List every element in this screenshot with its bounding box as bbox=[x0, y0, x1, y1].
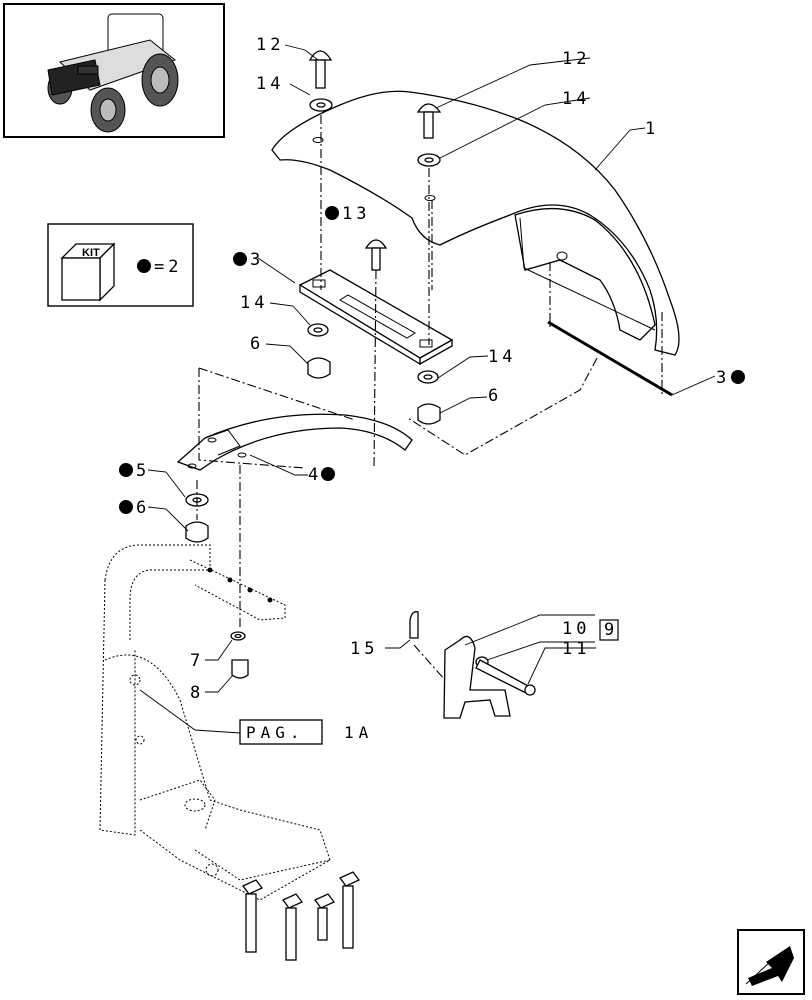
callout-1: 1 bbox=[645, 119, 659, 139]
callout-7: 7 bbox=[190, 651, 204, 671]
callout-14-top: 14 bbox=[256, 74, 284, 94]
next-page-arrow-icon[interactable] bbox=[737, 929, 805, 995]
callout-13: 13 bbox=[342, 204, 370, 224]
callout-12-right: 12 bbox=[562, 49, 590, 69]
callout-3-top: 3 bbox=[250, 250, 264, 270]
callout-5: 5 bbox=[136, 461, 150, 481]
callout-11: 11 bbox=[562, 639, 590, 659]
nuts bbox=[185, 357, 441, 679]
bolt-12-right bbox=[416, 103, 442, 139]
callout-8: 8 bbox=[190, 683, 204, 703]
callout-12-left: 12 bbox=[256, 35, 284, 55]
assembly-guide-lines bbox=[196, 115, 663, 681]
leader-lines bbox=[139, 44, 716, 734]
callout-14-lower: 14 bbox=[488, 347, 516, 367]
fender-support-frame bbox=[99, 544, 331, 901]
callout-6-mid: 6 bbox=[250, 334, 264, 354]
callout-labels: 12 14 12 14 1 13 3 14 6 14 6 3 4 5 6 7 8… bbox=[136, 35, 730, 703]
clamp-assembly[interactable] bbox=[409, 611, 536, 719]
callout-6-right: 6 bbox=[488, 386, 502, 406]
callout-10: 10 bbox=[562, 619, 590, 639]
kit-box-icon: KIT bbox=[60, 242, 116, 302]
fender-part-1[interactable] bbox=[271, 90, 680, 356]
callout-6-left: 6 bbox=[136, 498, 150, 518]
callout-4: 4 bbox=[308, 465, 322, 485]
callout-9: 9 bbox=[604, 620, 618, 640]
kit-label: KIT bbox=[82, 247, 100, 259]
kit-equals-text: =2 bbox=[154, 257, 182, 277]
kit-dots bbox=[119, 206, 745, 514]
callout-14-right: 14 bbox=[562, 89, 590, 109]
callout-14-mid: 14 bbox=[240, 293, 268, 313]
mounting-bolts bbox=[241, 871, 361, 961]
tractor-thumbnail[interactable] bbox=[3, 3, 225, 138]
page-ref-label: PAG. bbox=[246, 723, 305, 742]
rod-part-3 bbox=[547, 320, 673, 397]
strap-part-4[interactable] bbox=[176, 413, 413, 471]
bolt-13 bbox=[364, 239, 388, 271]
page-reference[interactable]: PAG. 1A bbox=[239, 719, 373, 745]
kit-legend: KIT =2 bbox=[47, 223, 194, 307]
kit-dot-icon bbox=[137, 259, 151, 273]
bracket-part-3[interactable] bbox=[298, 269, 454, 366]
page-ref-number: 1A bbox=[344, 723, 373, 742]
callout-15: 15 bbox=[350, 639, 378, 659]
callout-3-right: 3 bbox=[716, 368, 730, 388]
